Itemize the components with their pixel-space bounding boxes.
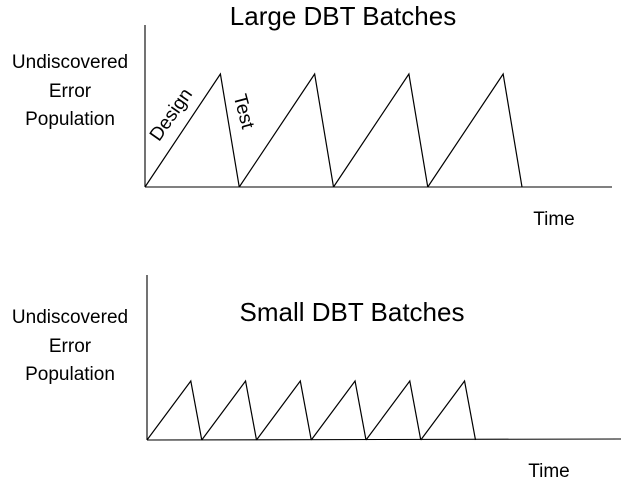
x-axis-label: Time bbox=[533, 209, 575, 230]
y-axis-label-line: Error bbox=[49, 336, 92, 357]
y-axis-label-line: Undiscovered bbox=[12, 52, 128, 73]
sawtooth-cycle bbox=[310, 379, 367, 441]
panel-large-batches: Large DBT Batches Undiscovered Error Pop… bbox=[12, 1, 612, 230]
sawtooth-series bbox=[146, 379, 477, 441]
x-axis-label: Time bbox=[528, 461, 570, 482]
sawtooth-cycle bbox=[365, 379, 422, 441]
test-phase-label: Test bbox=[229, 92, 258, 132]
sawtooth-cycle bbox=[420, 379, 477, 441]
panel-title: Small DBT Batches bbox=[240, 297, 465, 327]
sawtooth-series bbox=[144, 72, 523, 188]
design-phase-label: Design bbox=[146, 85, 197, 146]
sawtooth-cycle bbox=[201, 379, 258, 441]
sawtooth-cycle bbox=[144, 72, 240, 188]
y-axis-label-line: Population bbox=[25, 109, 115, 130]
sawtooth-cycle bbox=[427, 72, 523, 188]
sawtooth-cycle bbox=[256, 379, 312, 441]
y-axis-label-line: Population bbox=[25, 364, 115, 385]
y-axis-label-line: Error bbox=[49, 81, 92, 102]
panel-small-batches: Small DBT Batches Undiscovered Error Pop… bbox=[12, 275, 622, 482]
panel-title: Large DBT Batches bbox=[230, 1, 456, 31]
x-axis bbox=[146, 438, 622, 441]
sawtooth-cycle bbox=[238, 72, 335, 188]
sawtooth-cycle bbox=[146, 379, 203, 441]
y-axis-label-line: Undiscovered bbox=[12, 307, 128, 328]
sawtooth-cycle bbox=[333, 72, 429, 188]
